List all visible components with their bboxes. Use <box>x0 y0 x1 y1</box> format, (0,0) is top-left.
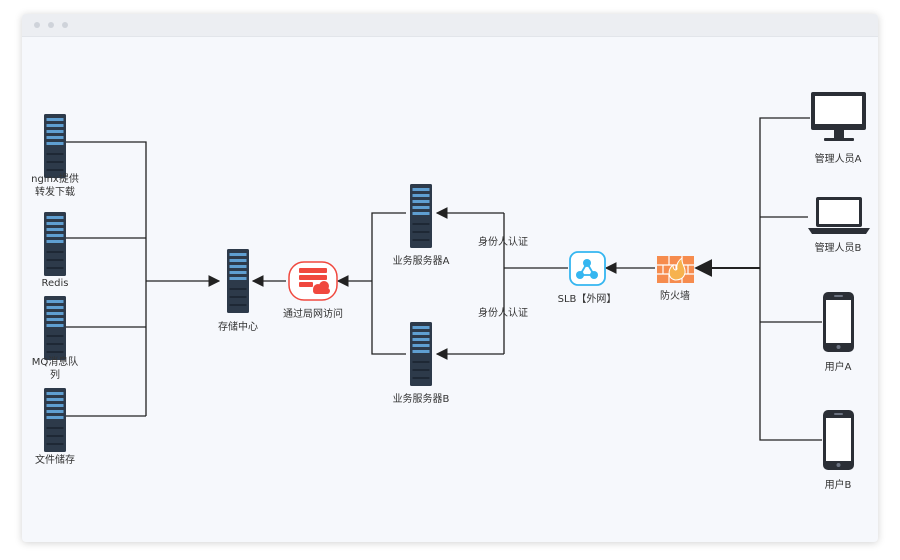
server-icon-mq <box>43 295 67 361</box>
label-userB: 用户B <box>825 478 852 491</box>
server-icon-serverB <box>409 321 433 387</box>
window-dot-1 <box>34 22 40 28</box>
label-adminB: 管理人员B <box>815 241 862 254</box>
lan-access-icon <box>288 261 338 301</box>
diagram-window <box>22 14 878 542</box>
label-lan: 通过局网访问 <box>283 307 343 320</box>
label-userA: 用户A <box>825 360 852 373</box>
edge-servers-bus <box>371 212 406 355</box>
label-auth-top: 身份人认证 <box>478 235 528 248</box>
server-icon-storage <box>226 248 250 314</box>
label-mq-line2: 列 <box>50 368 60 381</box>
label-nginx-line2: 转发下载 <box>35 185 75 198</box>
label-storage: 存储中心 <box>218 320 258 333</box>
firewall-icon <box>657 256 694 283</box>
label-nginx-line1: nginx提供 <box>31 172 79 185</box>
label-firewall: 防火墙 <box>660 289 690 302</box>
connectors <box>66 117 822 441</box>
label-redis: Redis <box>42 278 69 289</box>
monitor-icon-adminA <box>811 92 866 141</box>
edge-clients-bus <box>759 117 822 441</box>
server-icon-nginx <box>43 113 67 179</box>
edge-nginx-bus <box>66 141 147 416</box>
label-mq-line1: MQ消息队 <box>32 355 79 368</box>
phone-icon-userA <box>823 292 854 352</box>
phone-icon-userB <box>823 410 854 470</box>
window-dot-3 <box>62 22 68 28</box>
label-serverA: 业务服务器A <box>393 254 450 267</box>
laptop-icon-adminB <box>808 197 870 234</box>
label-file: 文件储存 <box>35 453 75 466</box>
slb-icon <box>569 251 606 286</box>
label-adminA: 管理人员A <box>815 152 862 165</box>
server-icon-file <box>43 387 67 453</box>
label-auth-bottom: 身份人认证 <box>478 306 528 319</box>
window-dot-2 <box>48 22 54 28</box>
label-serverB: 业务服务器B <box>393 392 450 405</box>
window-titlebar <box>22 14 878 37</box>
server-icon-redis <box>43 211 67 277</box>
label-slb: SLB【外网】 <box>558 293 617 305</box>
server-icon-serverA <box>409 183 433 249</box>
